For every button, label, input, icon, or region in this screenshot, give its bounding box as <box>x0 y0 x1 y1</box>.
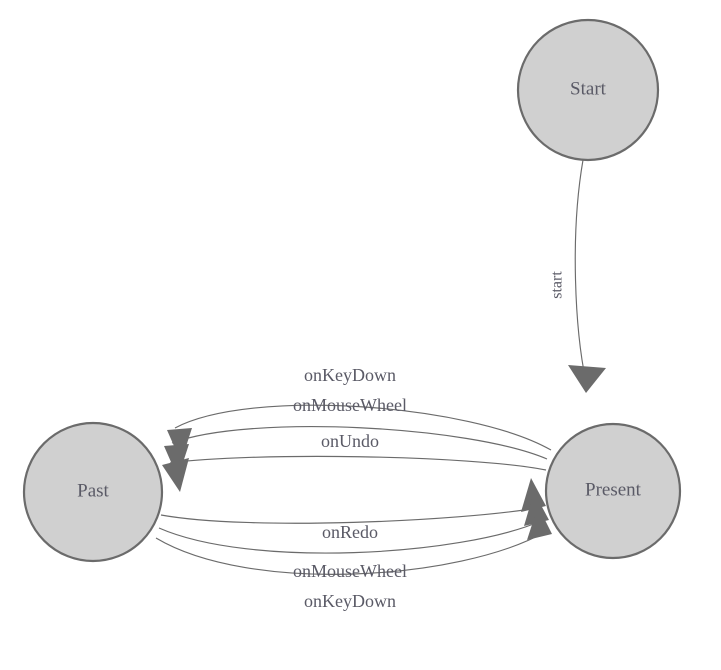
edge-start-to-present[interactable] <box>574 159 587 383</box>
arrowheads-group <box>162 365 606 540</box>
edge-past-to-present-keydown[interactable] <box>155 531 546 575</box>
edge-label-past-to-present-redo: onRedo <box>322 522 378 542</box>
edge-label-present-to-past-mousewheel: onMouseWheel <box>293 395 407 415</box>
edge-label-past-to-present-keydown: onKeyDown <box>304 591 396 611</box>
arrowhead-into-past-mousewheel <box>164 444 189 478</box>
edge-labels-group: start onKeyDown onMouseWheel onUndo onRe… <box>293 271 566 611</box>
edge-past-to-present-redo[interactable] <box>160 507 538 524</box>
node-past[interactable]: Past <box>22 421 164 563</box>
node-present[interactable]: Present <box>544 422 682 560</box>
arrowhead-into-present-keydown <box>527 506 552 540</box>
edge-past-to-present-mousewheel[interactable] <box>158 520 542 554</box>
edge-label-past-to-present-mousewheel: onMouseWheel <box>293 561 407 581</box>
edge-label-present-to-past-keydown: onKeyDown <box>304 365 396 385</box>
edge-present-to-past-keydown[interactable] <box>174 404 552 451</box>
node-present-label: Present <box>585 479 642 500</box>
node-start[interactable]: Start <box>516 18 660 162</box>
node-past-circle[interactable] <box>22 421 164 563</box>
node-present-circle[interactable] <box>544 422 682 560</box>
arrowhead-into-present-start <box>568 365 606 393</box>
node-past-label: Past <box>77 480 109 501</box>
edge-present-to-past-mousewheel[interactable] <box>171 426 548 460</box>
edge-label-start: start <box>549 271 566 299</box>
arrowhead-into-past-undo <box>162 458 189 492</box>
edge-paths-group <box>155 159 587 575</box>
node-start-circle[interactable] <box>516 18 660 162</box>
edge-present-to-past-undo[interactable] <box>169 455 547 471</box>
edge-label-present-to-past-undo: onUndo <box>321 431 379 451</box>
node-start-label: Start <box>570 78 607 99</box>
